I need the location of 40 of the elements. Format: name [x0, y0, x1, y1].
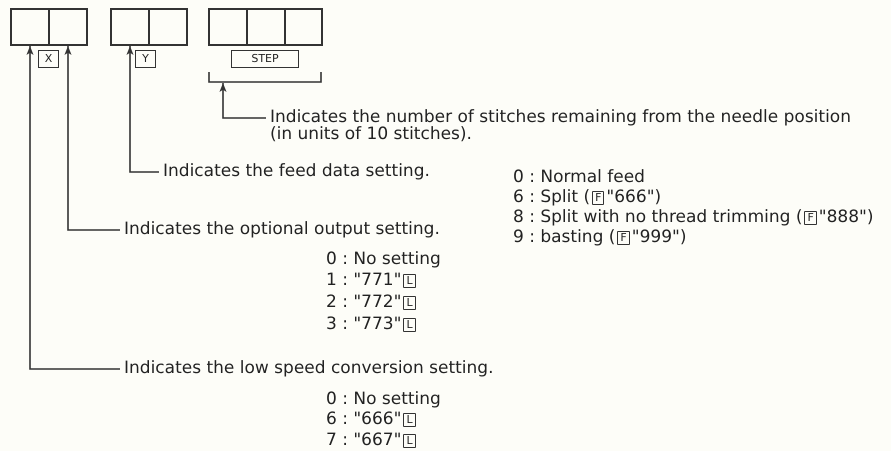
value-text: 0 : No setting	[326, 250, 441, 269]
display-digit	[284, 8, 323, 46]
key-symbol: L	[403, 296, 416, 310]
key-symbol: F	[617, 230, 630, 244]
display-label: X	[38, 50, 59, 68]
value-text: 6 : Split (	[513, 188, 590, 207]
display-digit	[48, 8, 88, 46]
leader-line	[64, 46, 120, 231]
key-symbol: L	[403, 274, 416, 288]
display-label: Y	[135, 50, 156, 68]
value-text: "666")	[606, 188, 662, 207]
callout-text: Indicates the feed data setting.	[163, 163, 463, 180]
value-text: "999")	[632, 228, 686, 247]
value-text: 2 : "772"	[326, 293, 402, 312]
value-text: 9 : basting (	[513, 228, 616, 247]
key-symbol: L	[403, 412, 416, 426]
key-symbol: F	[592, 190, 604, 204]
key-symbol: L	[403, 434, 416, 448]
value-text: "888")	[818, 208, 874, 227]
leader-line	[126, 46, 159, 173]
value-text: 0 : Normal feed	[513, 168, 645, 187]
display-digit	[148, 8, 188, 46]
display-label: STEP	[231, 50, 299, 68]
leader-line	[26, 46, 120, 370]
display-digit	[10, 8, 50, 46]
value-text: 6 : "666"	[326, 410, 402, 429]
value-text: 7 : "667"	[326, 431, 402, 450]
callout-text: Indicates the number of stitches remaining from the needle position (in units of 10 stitches).	[270, 109, 860, 143]
value-text: 3 : "773"	[326, 315, 402, 334]
value-text: 0 : No setting	[326, 390, 441, 409]
display-digit	[208, 8, 248, 46]
key-symbol: F	[804, 210, 817, 224]
leader-line	[219, 83, 266, 119]
value-text: 1 : "771"	[326, 271, 402, 290]
value-text: 8 : Split with no thread trimming (	[513, 208, 802, 227]
display-digit	[110, 8, 150, 46]
callout-text: Indicates the optional output setting.	[124, 221, 444, 238]
callout-text: Indicates the low speed conversion setting.	[124, 360, 504, 377]
key-symbol: L	[403, 318, 416, 332]
display-digit	[246, 8, 286, 46]
